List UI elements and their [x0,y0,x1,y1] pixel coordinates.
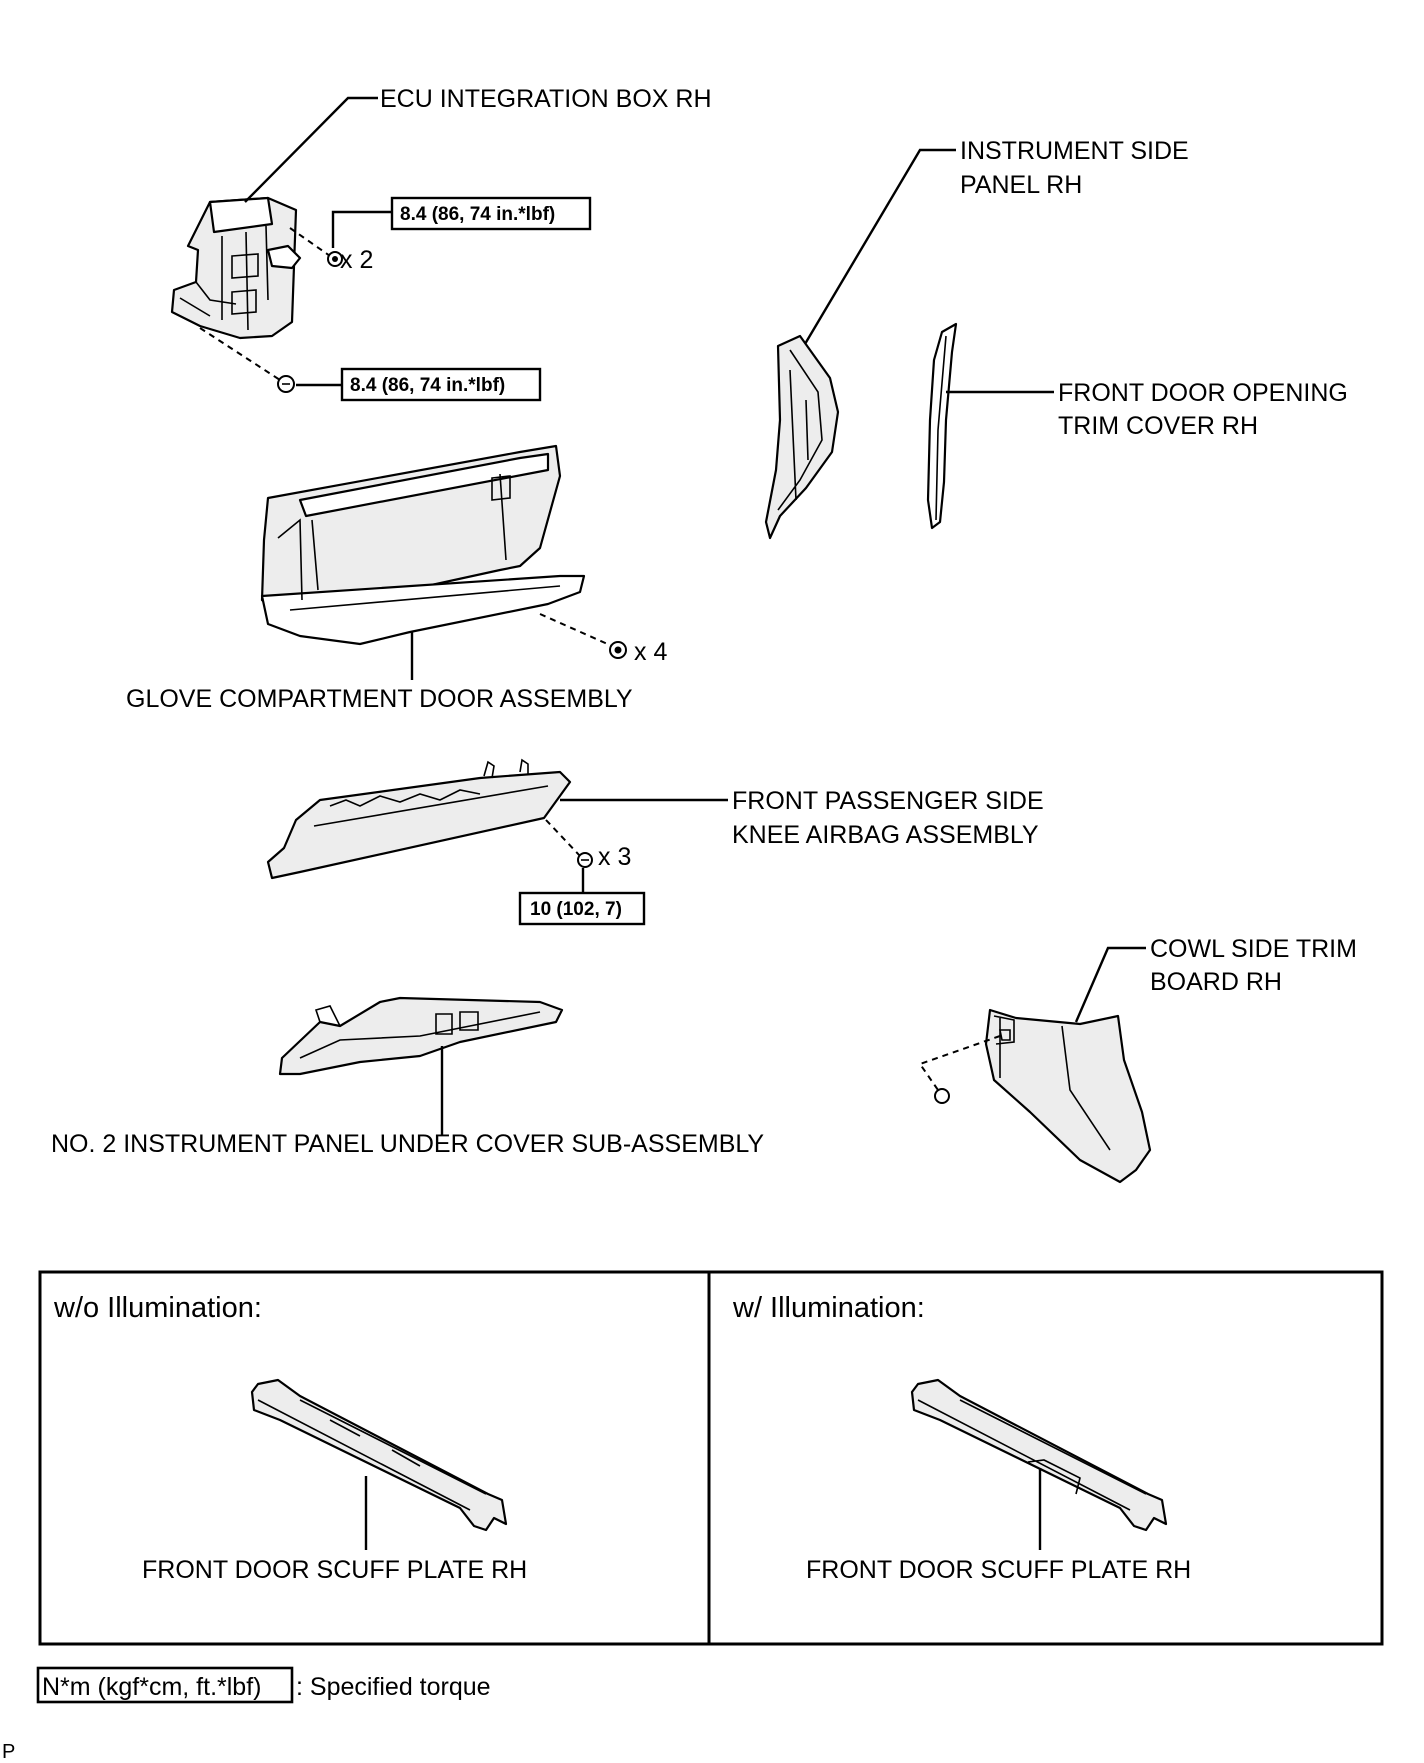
scuff-plate-left-label: FRONT DOOR SCUFF PLATE RH [142,1556,527,1584]
airbag-bolt-icon [577,852,593,868]
glove-compartment-label: GLOVE COMPARTMENT DOOR ASSEMBLY [126,685,633,713]
airbag-torque-box [518,891,646,926]
ecu-nut-icon [327,251,343,267]
cowl-side-trim-drawing [918,1008,1152,1184]
door-opening-trim-label-line2: TRIM COVER RH [1058,412,1258,440]
under-cover-label: NO. 2 INSTRUMENT PANEL UNDER COVER SUB-A… [51,1130,764,1158]
ecu-integration-box-drawing [170,196,331,381]
instrument-side-panel-drawing [764,334,840,540]
variant-table-frame [38,1270,1384,1646]
ecu-nut-quantity: x 2 [340,246,373,274]
scuff-plate-right-drawing [910,1378,1168,1532]
knee-airbag-drawing [266,758,581,880]
instrument-side-panel-label-line1: INSTRUMENT SIDE [960,137,1189,165]
scuff-plate-right-label: FRONT DOOR SCUFF PLATE RH [806,1556,1191,1584]
variant-left-title: w/o Illumination: [53,1292,262,1324]
ecu-upper-torque-value: 8.4 (86, 74 in.*lbf) [400,204,555,225]
cowl-clip-icon [934,1088,950,1104]
corner-code: P [2,1741,15,1763]
scuff-plate-left-drawing [250,1378,508,1532]
ecu-integration-box-label: ECU INTEGRATION BOX RH [380,85,712,113]
door-opening-trim-label-line1: FRONT DOOR OPENING [1058,379,1348,407]
knee-airbag-label-line1: FRONT PASSENGER SIDE [732,787,1044,815]
cowl-side-trim-leader [1074,946,1146,1023]
under-cover-drawing [278,996,564,1076]
cowl-side-trim-label-line2: BOARD RH [1150,968,1282,996]
glove-screw-icon [609,641,627,659]
ecu-lower-torque-value: 8.4 (86, 74 in.*lbf) [350,375,505,396]
ecu-lower-torque-box [340,367,542,402]
ecu-bolt-icon [277,375,295,393]
glove-compartment-drawing [260,444,613,647]
ecu-upper-torque-box [390,196,592,231]
knee-airbag-label-line2: KNEE AIRBAG ASSEMBLY [732,821,1039,849]
instrument-side-panel-label-line2: PANEL RH [960,171,1082,199]
airbag-torque-value: 10 (102, 7) [530,899,622,920]
legend-torque-units: N*m (kgf*cm, ft.*lbf) [42,1673,261,1701]
cowl-side-trim-label-line1: COWL SIDE TRIM [1150,935,1357,963]
legend-torque-box [36,1666,294,1704]
ecu-upper-torque-leader [331,210,392,248]
glove-screw-quantity: x 4 [634,638,667,666]
ecu-leader-line [244,96,378,203]
door-opening-trim-drawing [926,322,958,530]
airbag-bolt-quantity: x 3 [598,843,631,871]
legend-description: : Specified torque [296,1673,491,1701]
variant-right-title: w/ Illumination: [732,1292,925,1324]
instrument-side-panel-leader [803,148,956,345]
